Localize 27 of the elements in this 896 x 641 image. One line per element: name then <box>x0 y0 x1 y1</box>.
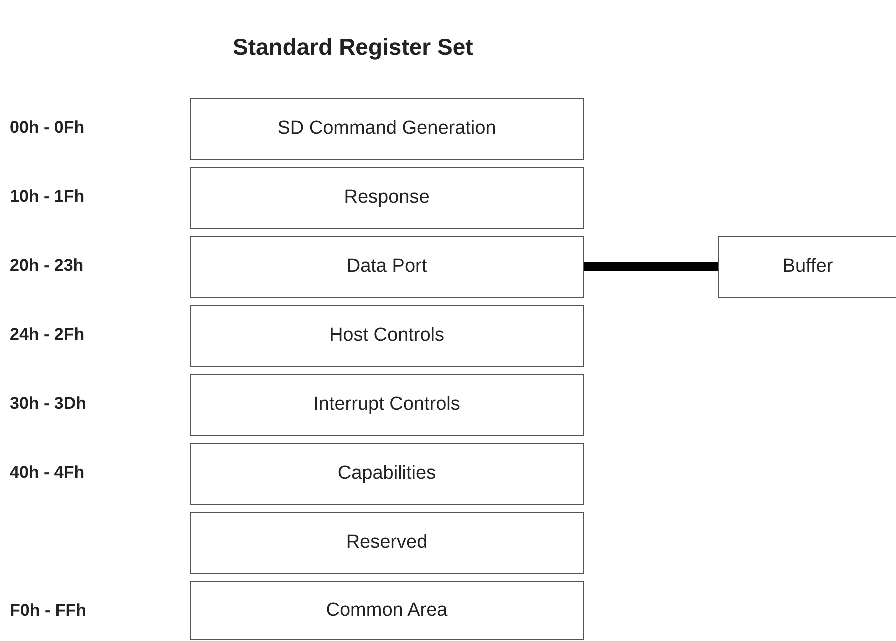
address-range: 20h - 23h <box>10 256 84 276</box>
address-range: 40h - 4Fh <box>10 463 85 483</box>
address-range: 24h - 2Fh <box>10 325 85 345</box>
register-box <box>190 236 584 298</box>
register-box <box>190 98 584 160</box>
register-box <box>190 581 584 640</box>
register-box <box>190 512 584 574</box>
address-range: 00h - 0Fh <box>10 118 85 138</box>
register-name: Common Area <box>326 600 448 622</box>
address-range: 30h - 3Dh <box>10 394 87 414</box>
register-name: Buffer <box>782 256 834 278</box>
register-name: Interrupt Controls <box>314 394 460 416</box>
register-name: Capabilities <box>338 463 436 485</box>
address-range: 10h - 1Fh <box>10 187 85 207</box>
register-name: Response <box>344 187 430 209</box>
register-box <box>190 167 584 229</box>
connector-line <box>584 262 718 272</box>
register-name: SD Command Generation <box>278 118 496 140</box>
register-name: Host Controls <box>329 325 445 347</box>
register-box <box>718 236 896 298</box>
register-box <box>190 443 584 505</box>
address-range: F0h - FFh <box>10 601 86 621</box>
title: Standard Register Set <box>233 34 474 61</box>
register-name: Data Port <box>346 256 428 278</box>
register-box <box>190 374 584 436</box>
register-name: Reserved <box>346 532 428 554</box>
register-box <box>190 305 584 367</box>
